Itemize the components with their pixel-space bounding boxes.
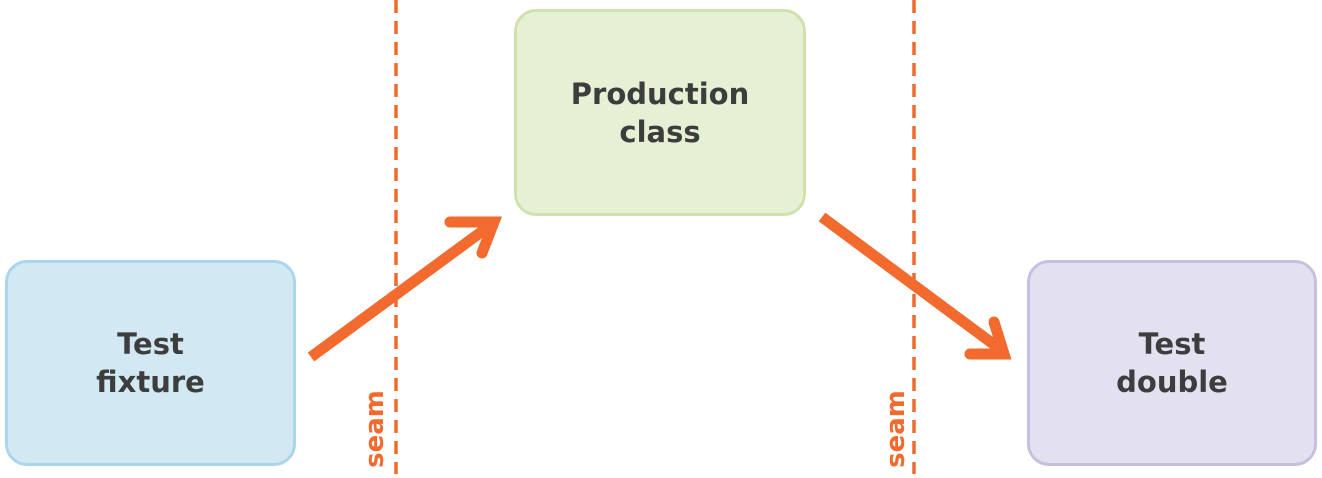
seam-label-right: seam bbox=[881, 390, 911, 468]
test-fixture-label: Test fixture bbox=[96, 327, 205, 399]
production-class-box: Production class bbox=[514, 9, 806, 216]
seam-label-left: seam bbox=[360, 390, 390, 468]
arrow-production-to-double bbox=[818, 212, 1012, 360]
test-double-box: Test double bbox=[1027, 260, 1317, 466]
test-double-label: Test double bbox=[1116, 327, 1228, 399]
production-class-label: Production class bbox=[570, 76, 750, 149]
arrow-fixture-to-production bbox=[307, 216, 503, 362]
test-fixture-box: Test fixture bbox=[5, 260, 296, 466]
